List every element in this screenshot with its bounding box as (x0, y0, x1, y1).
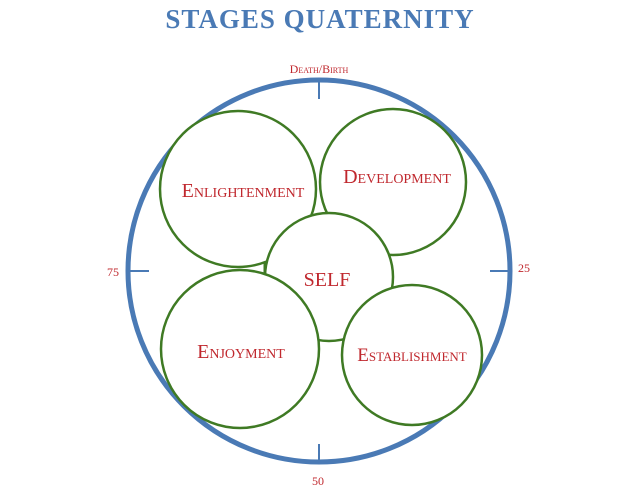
label-25: 25 (518, 261, 530, 275)
circle-establishment (340, 283, 484, 427)
circle-enlightenment (158, 109, 318, 269)
label-establishment: Establishment (357, 345, 467, 366)
diagram-title: STAGES QUATERNITY (165, 4, 475, 34)
label-self: SELF (304, 269, 351, 291)
label-75: 75 (107, 265, 119, 279)
label-enjoyment: Enjoyment (197, 341, 285, 363)
label-development: Development (343, 166, 451, 188)
circle-enjoyment (159, 268, 321, 430)
label-50: 50 (312, 474, 324, 488)
label-enlightenment: Enlightenment (182, 180, 305, 202)
label-death-birth: Death/Birth (290, 62, 349, 76)
